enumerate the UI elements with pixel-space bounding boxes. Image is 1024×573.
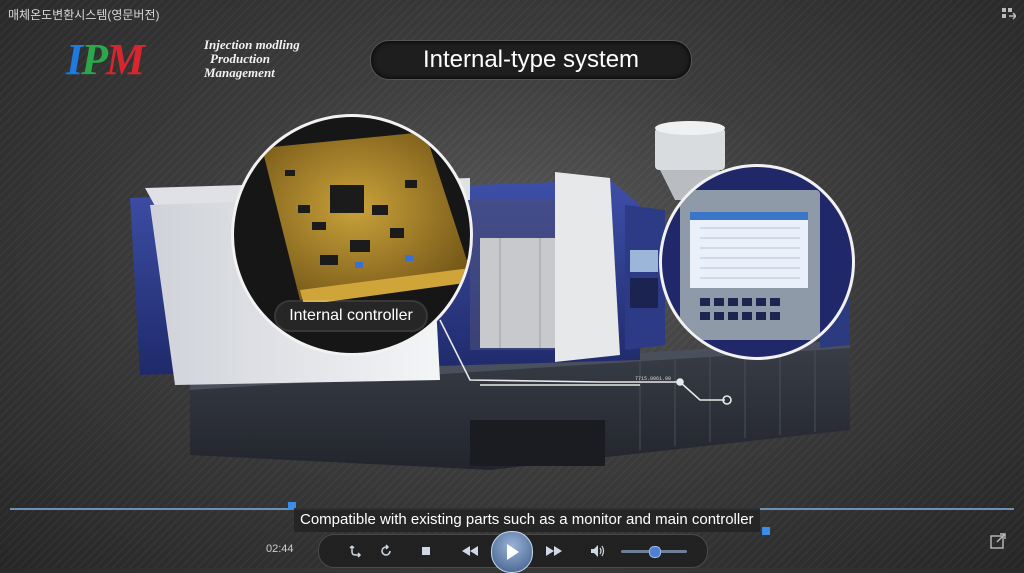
volume-button[interactable]: [587, 535, 609, 567]
hopper: [655, 121, 725, 200]
volume-slider[interactable]: [621, 546, 687, 558]
internal-controller-label: Internal controller: [276, 302, 426, 330]
ipm-logo: IPM Injection modling Production Managem…: [66, 36, 356, 86]
rewind-icon: [462, 546, 478, 556]
refresh-button[interactable]: [375, 535, 397, 567]
connection-lines: [439, 319, 732, 405]
subtitle-corner: [288, 502, 296, 510]
fast-forward-icon: [546, 546, 562, 556]
volume-icon: [591, 545, 605, 557]
logo-letters: IPM: [66, 35, 145, 84]
volume-knob[interactable]: [649, 546, 661, 558]
play-button[interactable]: [491, 531, 533, 573]
fast-forward-button[interactable]: [539, 535, 569, 567]
grid-icon[interactable]: [1002, 8, 1016, 20]
player-controls: [318, 531, 708, 573]
play-icon: [507, 544, 519, 560]
playback-time: 02:44: [266, 543, 294, 555]
subtitle-caption: Compatible with existing parts such as a…: [294, 508, 760, 532]
subtitle-corner: [762, 527, 770, 535]
repeat-icon: [349, 545, 362, 558]
window-title: 매체온도변환시스템(영문버전): [8, 8, 160, 22]
fullscreen-icon[interactable]: [990, 533, 1006, 549]
repeat-button[interactable]: [345, 535, 367, 567]
stop-icon: [422, 547, 430, 555]
slide-headline: Internal-type system: [370, 40, 692, 80]
rewind-button[interactable]: [455, 535, 485, 567]
pcb-marking: 7715.0061.00: [635, 376, 671, 382]
stop-button[interactable]: [415, 535, 437, 567]
refresh-icon: [381, 544, 391, 556]
logo-tagline: Injection modling Production Management: [204, 37, 300, 80]
monitor-callout: [659, 164, 855, 360]
